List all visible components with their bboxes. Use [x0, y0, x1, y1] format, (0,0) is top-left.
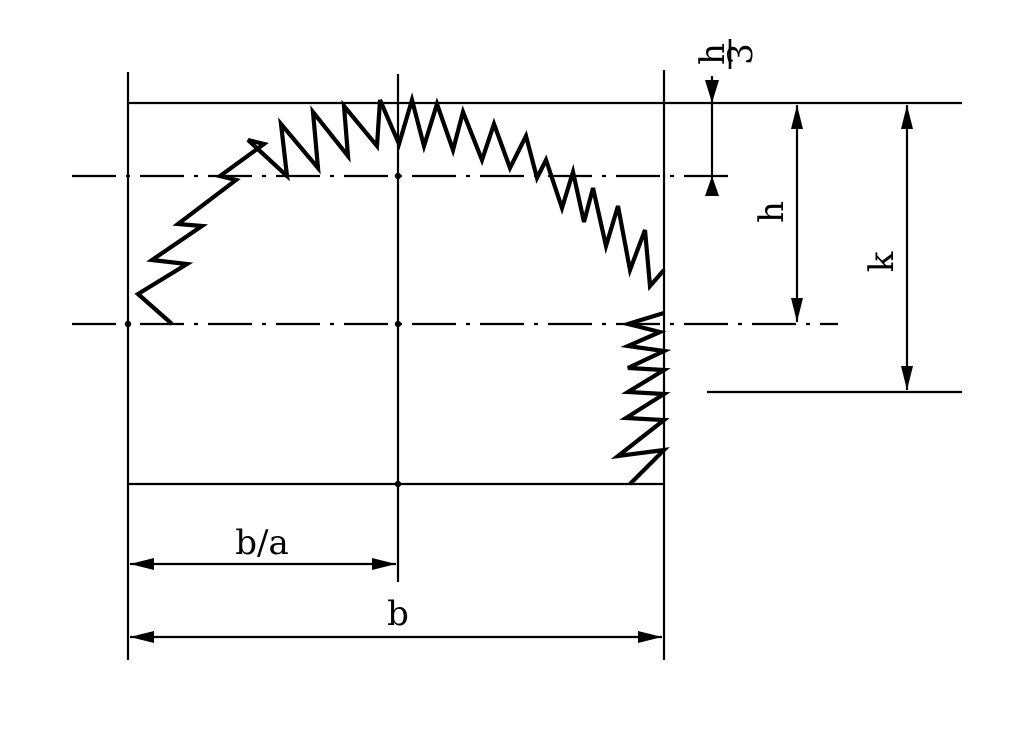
zigzag-right-edge	[610, 310, 672, 486]
label-h: h	[752, 201, 792, 223]
node-point	[394, 480, 402, 488]
label-b-over-a: b/a	[235, 523, 289, 563]
arrow-up-h-third	[705, 176, 719, 196]
label-h-third-denominator: 3	[721, 43, 761, 65]
label-b: b	[387, 594, 409, 634]
label-h-third-fraction: h 3	[693, 39, 761, 69]
label-k: k	[862, 251, 902, 272]
label-h-third-numerator: h	[693, 43, 733, 65]
zigzag-arc	[134, 92, 666, 326]
node-point	[394, 172, 402, 180]
node-point	[394, 320, 402, 328]
node-point	[124, 320, 132, 328]
arrow-down-h-third	[705, 80, 719, 103]
